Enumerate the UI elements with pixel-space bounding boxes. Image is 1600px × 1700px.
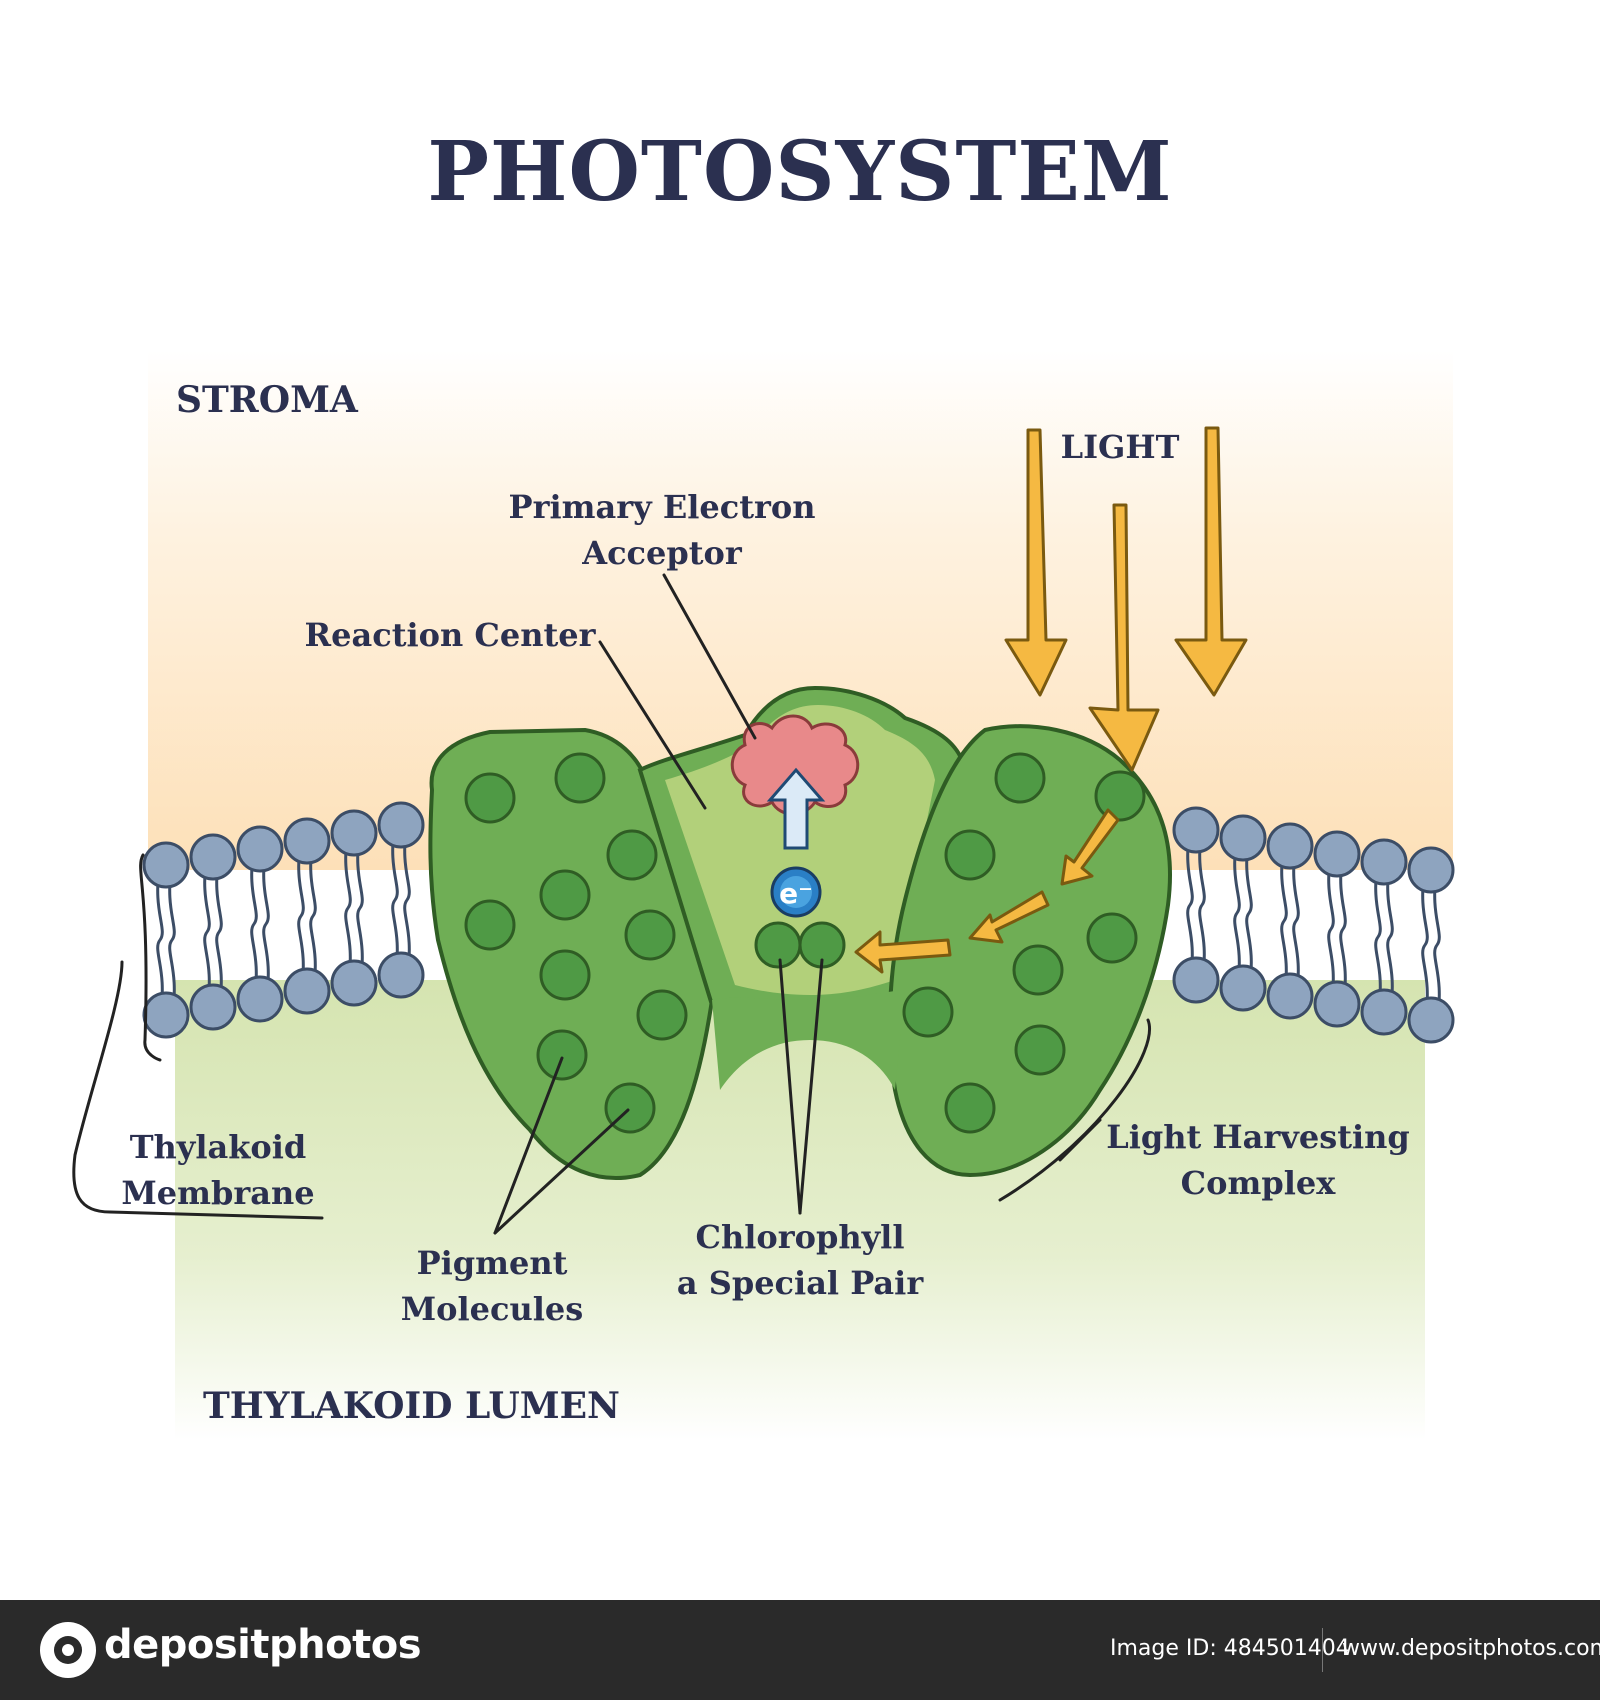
pigment-molecule [636, 989, 688, 1041]
lipid-head [142, 991, 190, 1039]
pigment-molecule [539, 949, 591, 1001]
thylakoid-membrane-label-2: Membrane [121, 1174, 314, 1212]
lipid-head [236, 975, 284, 1023]
primary-acceptor-label-1: Primary Electron [509, 488, 816, 526]
lipid-head [189, 983, 237, 1031]
brand-name: depositphotos [104, 1622, 422, 1668]
electron: e⁻ [770, 866, 822, 918]
lipid-head [330, 959, 378, 1007]
pigment-molecule [994, 752, 1046, 804]
pigment-molecule [464, 899, 516, 951]
stroma-label: STROMA [176, 379, 359, 421]
lipid-head [1360, 838, 1408, 886]
light-label: LIGHT [1061, 428, 1180, 466]
lipid-tail [297, 840, 317, 992]
lipid-head [283, 817, 331, 865]
pigment-molecule [539, 869, 591, 921]
lipid-head [377, 951, 425, 999]
lipid-tail [1421, 869, 1441, 1021]
footer-divider [1322, 1628, 1323, 1672]
electron-transfer-arrow [766, 767, 826, 850]
pigment-molecule [1014, 1024, 1066, 1076]
lipid-head [236, 825, 284, 873]
thylakoid-membrane-label-1: Thylakoid [130, 1128, 307, 1166]
thylakoid-lumen-label: THYLAKOID LUMEN [203, 1385, 620, 1427]
image-id: Image ID: 484501404 [1110, 1636, 1350, 1661]
pigment-molecule [606, 829, 658, 881]
site-url: www.depositphotos.com [1342, 1636, 1600, 1661]
lipid-tail [1186, 829, 1206, 981]
reaction-center-label: Reaction Center [305, 616, 597, 654]
pigment-molecule [464, 772, 516, 824]
lipid-tail [1374, 861, 1394, 1013]
lipid-head [1407, 996, 1455, 1044]
lipid-head [1172, 806, 1220, 854]
lipid-head [1266, 822, 1314, 870]
chlorophyll-label-1: Chlorophyll [696, 1218, 905, 1256]
primary-electron-acceptor [730, 714, 860, 816]
lipid-head [142, 841, 190, 889]
lipid-tail [203, 856, 223, 1008]
lipid-head [283, 967, 331, 1015]
pigment-molecule [554, 752, 606, 804]
lipid-head [1219, 814, 1267, 862]
electron-symbol: e⁻ [779, 877, 813, 910]
pigment-molecules-label-1: Pigment [417, 1244, 568, 1282]
lipid-head [1313, 830, 1361, 878]
light-arrows [1004, 426, 1248, 772]
lipid-head [1407, 846, 1455, 894]
lipid-head [330, 809, 378, 857]
lhc-label-1: Light Harvesting [1106, 1118, 1410, 1156]
lhc-label-2: Complex [1181, 1164, 1337, 1202]
primary-acceptor-label-2: Acceptor [581, 534, 743, 572]
lipid-head [1172, 956, 1220, 1004]
lipid-head [189, 833, 237, 881]
lumen-bridge [712, 990, 905, 1090]
lipid-tail [391, 824, 411, 976]
pigment-molecule [1086, 912, 1138, 964]
lipid-head [1219, 964, 1267, 1012]
pigment-molecule [1094, 770, 1146, 822]
lipid-tail [1327, 853, 1347, 1005]
lipid-head [1266, 972, 1314, 1020]
pigment-molecule [902, 986, 954, 1038]
energy-transfer-arrows [854, 808, 1120, 974]
lipid-tail [156, 864, 176, 1016]
reaction-center-core [665, 705, 935, 995]
pigment-molecule [944, 1082, 996, 1134]
lipid-tail [344, 832, 364, 984]
leader-lines [72, 573, 1151, 1235]
page-title: PHOTOSYSTEM [427, 124, 1172, 220]
lipid-tail [250, 848, 270, 1000]
pigment-molecule [944, 829, 996, 881]
chlorophyll-special-pair [754, 921, 846, 969]
chlorophyll-label-2: a Special Pair [677, 1264, 924, 1302]
footer-bar: depositphotos Image ID: 484501404 www.de… [0, 1600, 1600, 1700]
lipid-head [1360, 988, 1408, 1036]
lipid-tail [1233, 837, 1253, 989]
lipid-tail [1280, 845, 1300, 997]
lipid-head [1313, 980, 1361, 1028]
pigment-molecule [536, 1029, 588, 1081]
lipid-head [377, 801, 425, 849]
pigment-molecule [1012, 944, 1064, 996]
lipid-bilayer [142, 801, 1455, 1044]
pigment-molecule [624, 909, 676, 961]
pigment-molecules-label-2: Molecules [401, 1290, 584, 1328]
brand-logo-icon [40, 1622, 96, 1678]
